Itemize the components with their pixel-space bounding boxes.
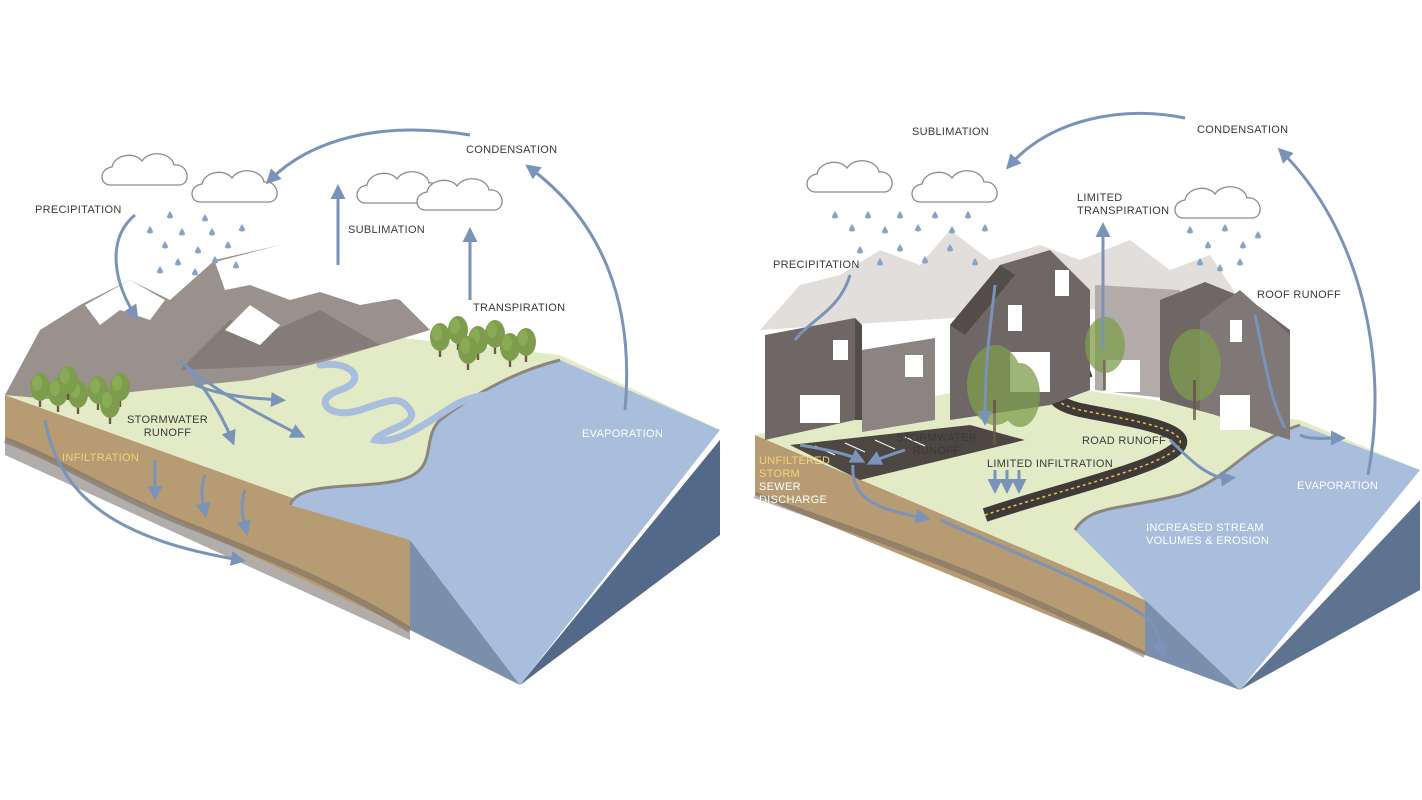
urban-arrows — [793, 112, 1377, 658]
natural-landscape-block — [3, 245, 720, 685]
urban-label-roof-runoff: ROOF RUNOFF — [1257, 289, 1341, 301]
urban-label-precipitation: PRECIPITATION — [773, 259, 860, 271]
urban-rain-cloud-icon — [806, 160, 998, 203]
urban-label-limited-transpiration: LIMITED TRANSPIRATION — [1077, 192, 1170, 217]
urban-landscape-block — [753, 230, 1420, 690]
urban-label-condensation: CONDENSATION — [1197, 124, 1289, 136]
natural-arrows — [43, 128, 629, 566]
urban-label-unfiltered-storm-sewer-discharge: UNFILTERED STORM SEWER DISCHARGE — [759, 455, 831, 506]
urban-small-cloud-icon — [1174, 186, 1261, 219]
natural-rain-cloud-icon — [101, 153, 278, 203]
natural-label-infiltration: INFILTRATION — [62, 452, 140, 464]
natural-label-sublimation: SUBLIMATION — [348, 224, 426, 236]
urban-label-stormwater-runoff: STORMWATER RUNOFF — [896, 432, 978, 457]
urban-label-evaporation: EVAPORATION — [1297, 480, 1379, 492]
urban-label-road-runoff: ROAD RUNOFF — [1082, 435, 1166, 447]
natural-label-transpiration: TRANSPIRATION — [473, 302, 566, 314]
natural-sublimation-cloud-icon — [356, 171, 503, 211]
urban-label-sublimation: SUBLIMATION — [912, 126, 990, 138]
urban-label-increased-stream-volumes-erosion: INCREASED STREAM VOLUMES & EROSION — [1146, 522, 1270, 547]
natural-label-condensation: CONDENSATION — [466, 144, 558, 156]
natural-label-evaporation: EVAPORATION — [582, 428, 664, 440]
natural-label-precipitation: PRECIPITATION — [35, 204, 122, 216]
natural-label-stormwater-runoff: STORMWATER RUNOFF — [127, 414, 209, 439]
urban-label-limited-infiltration: LIMITED INFILTRATION — [987, 458, 1113, 470]
